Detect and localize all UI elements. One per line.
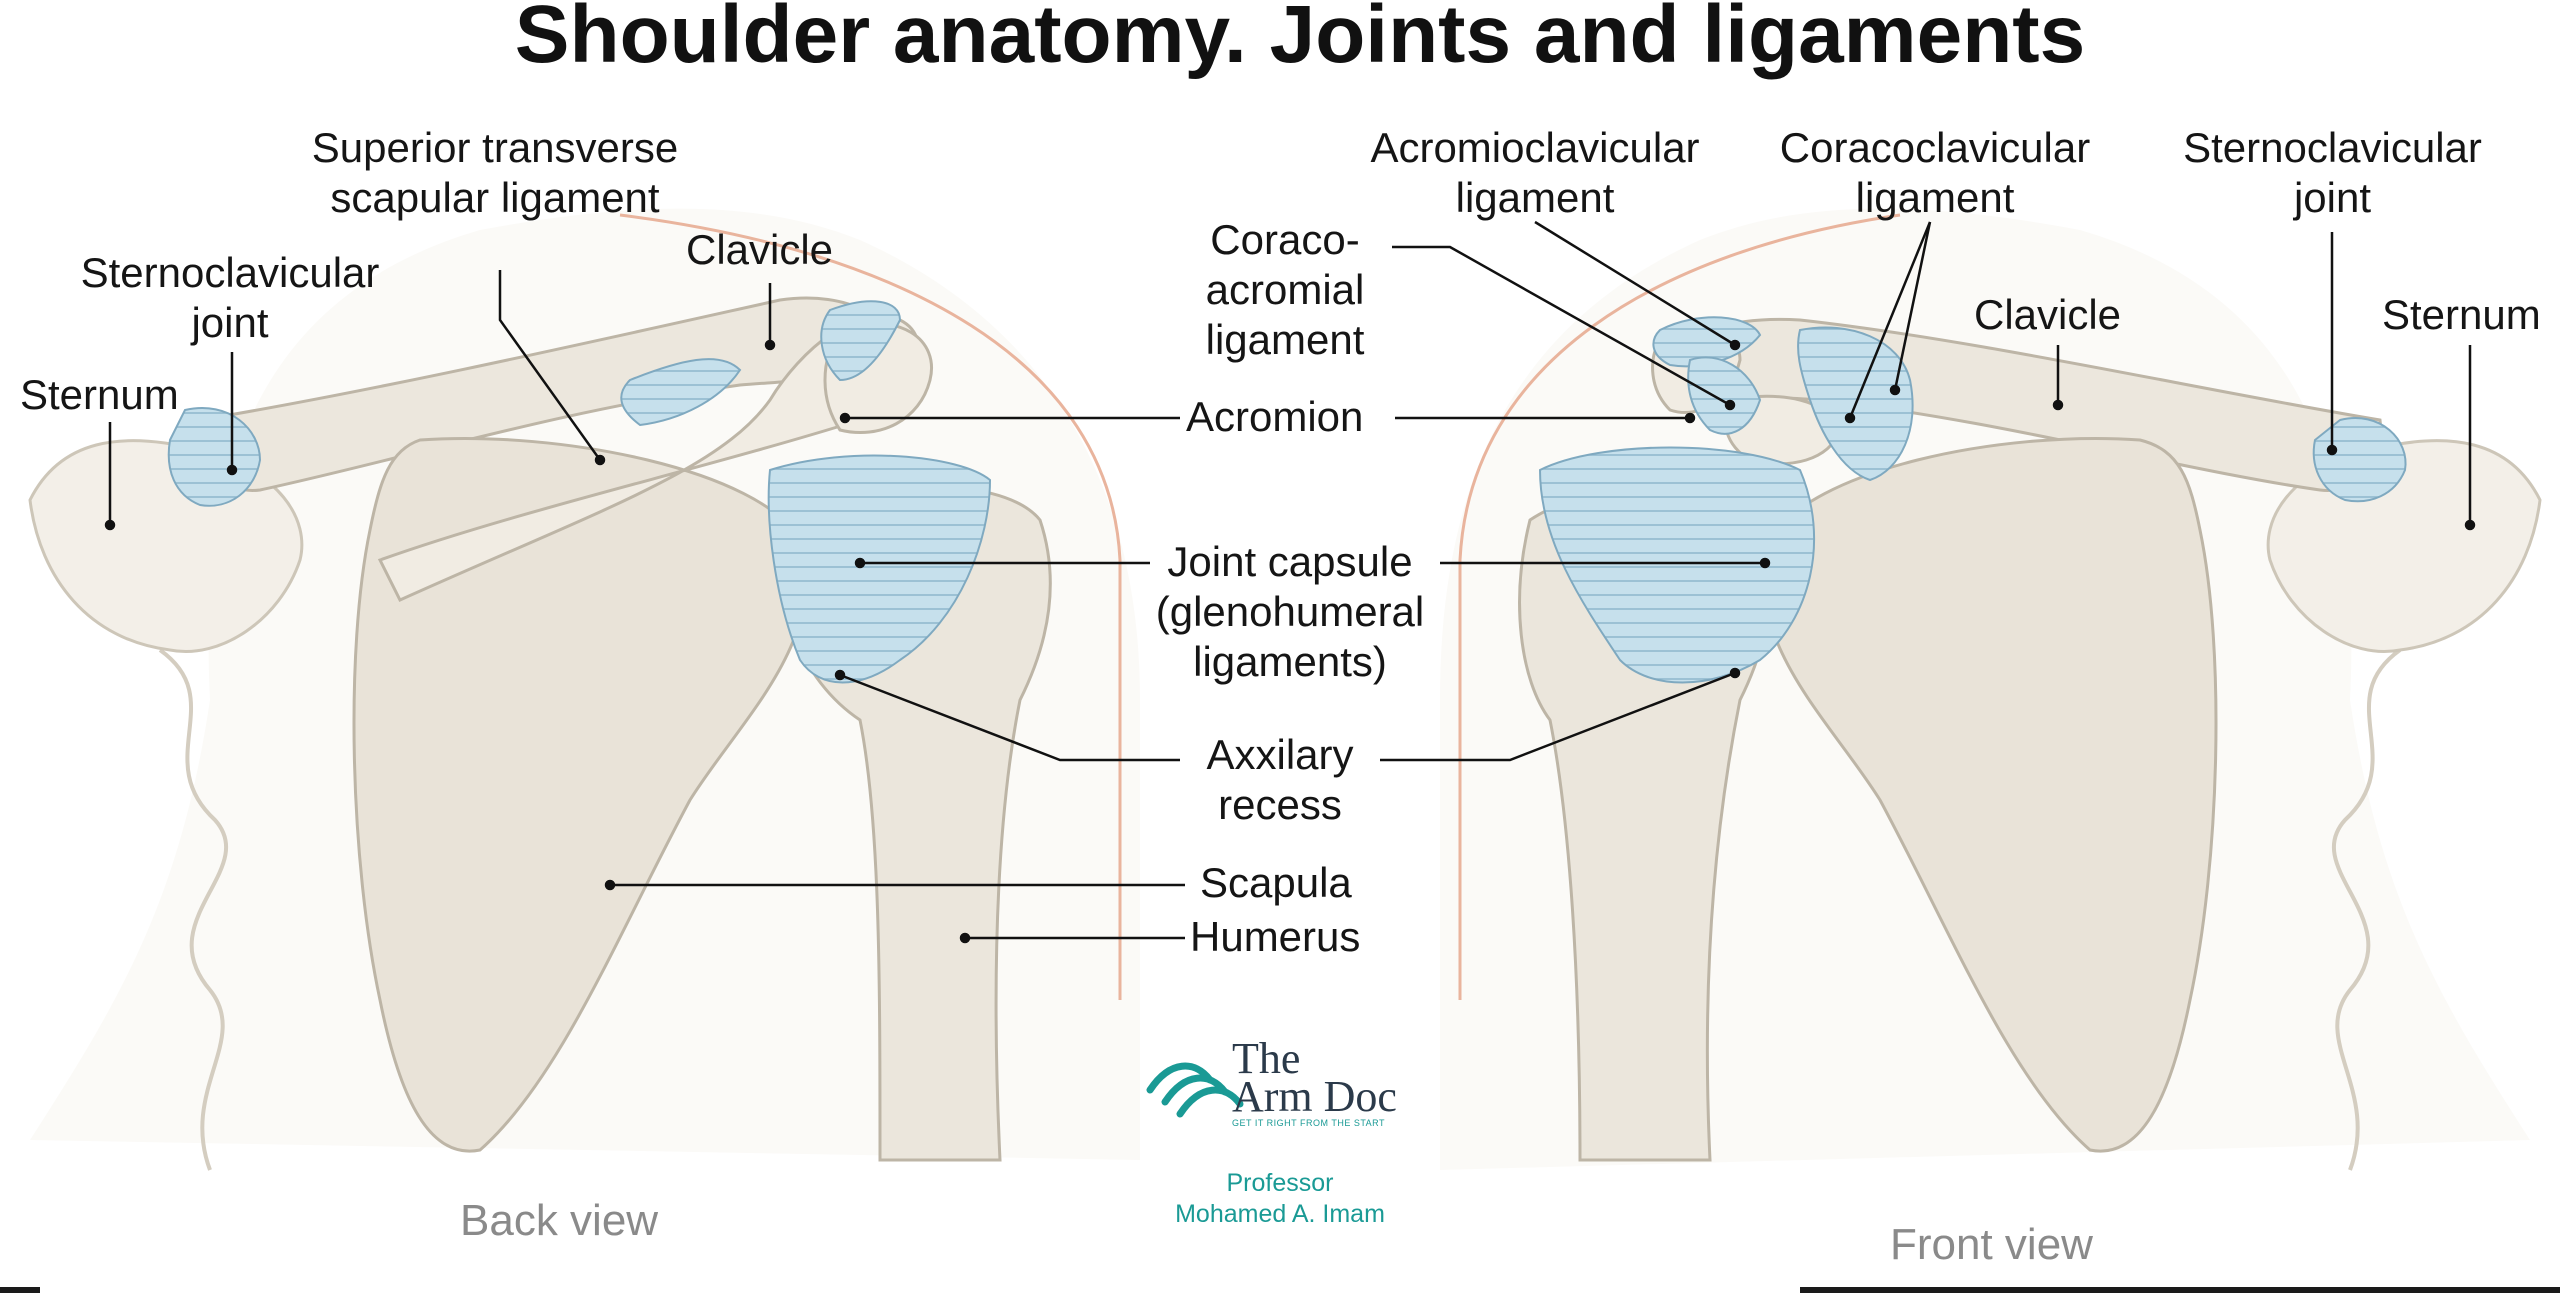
leader-coracoclavicular-b (1893, 221, 1932, 391)
label-coracoclavicular: Coracoclavicular ligament (1779, 124, 2091, 221)
label-acromion: Acromion (1186, 393, 1364, 440)
label-scapula: Scapula (1200, 859, 1352, 906)
back-superior-transverse-ligament (620, 358, 742, 427)
label-joint-capsule: Joint capsule (glenohumeral ligaments) (1155, 538, 1425, 685)
label-clavicle-back: Clavicle (686, 226, 834, 273)
front-shoulder-skin-line (1458, 213, 1901, 1000)
back-joint-capsule (767, 454, 992, 684)
leader-axillary-left (839, 673, 1180, 762)
leader-acromioclavicular (1534, 220, 1736, 347)
front-coracoacromial-ligament (1687, 356, 1762, 435)
leader-coracoacromial (1392, 245, 1731, 407)
leader-lines (104, 220, 2476, 944)
logo-tagline: GET IT RIGHT FROM THE START (1232, 1118, 1386, 1128)
leader-superior-transverse (498, 270, 602, 461)
label-humerus: Humerus (1190, 913, 1361, 960)
label-superior-transverse: Superior transverse scapular ligament (311, 124, 679, 221)
back-acromioclavicular-ligament (820, 300, 902, 382)
label-axillary-recess: Axxilary recess (1206, 731, 1354, 828)
caption-front-view: Front view (1890, 1220, 2093, 1269)
front-spine-outline (2331, 648, 2402, 1171)
back-sternoclavicular-joint (167, 407, 262, 507)
caption-back-view: Back view (460, 1196, 659, 1245)
front-view-illustration (1440, 208, 2542, 1171)
label-clavicle-front: Clavicle (1974, 291, 2122, 338)
author-credit: Professor Mohamed A. Imam (1175, 1169, 1385, 1228)
label-sternum-back: Sternum (20, 371, 179, 418)
page-title: Shoulder anatomy. Joints and ligaments (514, 0, 2086, 80)
label-sternum-front: Sternum (2382, 291, 2541, 338)
bottom-border-gap (40, 1287, 1800, 1293)
front-sternoclavicular-joint (2312, 417, 2407, 503)
label-acromioclavicular: Acromioclavicular ligament (1370, 124, 1700, 221)
logo-wordmark: The Arm Doc (1232, 1034, 1397, 1121)
label-sternoclavicular-front: Sternoclavicular joint (2183, 124, 2482, 221)
label-sternoclavicular-back: Sternoclavicular joint (80, 249, 380, 346)
front-joint-capsule (1538, 446, 1816, 684)
label-coracoacromial: Coraco- acromial ligament (1205, 216, 1365, 363)
leader-coracoclavicular-a (1848, 221, 1932, 419)
leader-axillary-right (1380, 671, 1736, 762)
front-acromioclavicular-ligament (1652, 316, 1762, 368)
back-spine-outline (158, 648, 229, 1171)
back-shoulder-skin-line (619, 213, 1122, 1000)
wave-logo-icon (1146, 1062, 1244, 1118)
back-view-illustration (28, 208, 1140, 1171)
